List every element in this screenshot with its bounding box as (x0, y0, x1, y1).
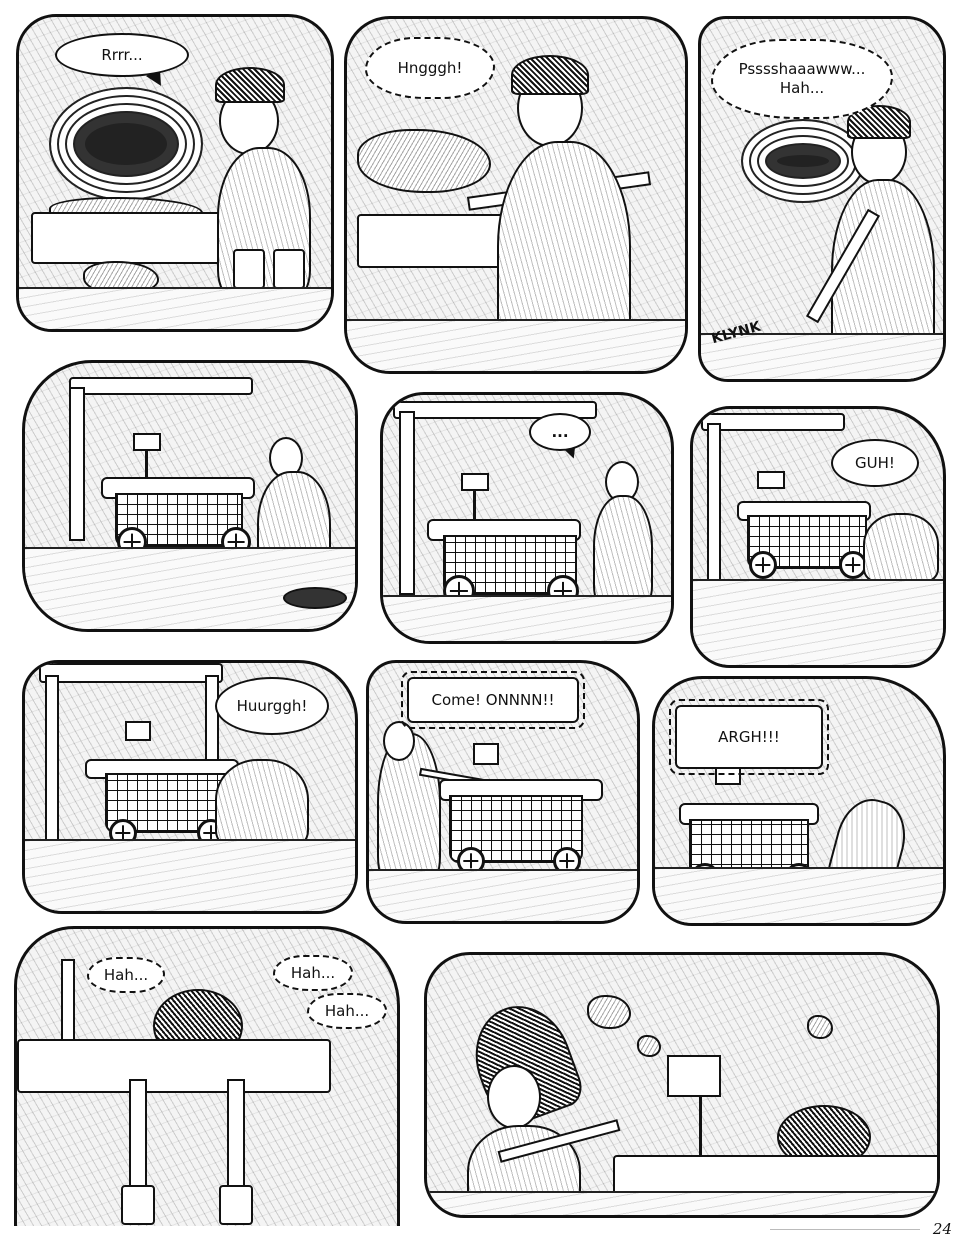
mine-floor (369, 869, 637, 921)
thought-cloud: Hah... (307, 993, 387, 1029)
bubble-text: Hah... (290, 963, 336, 982)
support-post (45, 675, 59, 849)
rock-pile (49, 197, 203, 226)
speech-bubble: ... (529, 413, 591, 451)
sign-pole (473, 485, 476, 525)
sign-board (473, 743, 499, 765)
page-rule (770, 1229, 920, 1230)
panel-9: ARGH!!! (652, 676, 946, 926)
panel-8: Come! ONNNN!! (366, 660, 640, 924)
mine-floor (383, 595, 671, 641)
support-post (399, 411, 415, 595)
bubble-text: Huurggh! (236, 696, 308, 715)
character-body (863, 513, 939, 583)
bubble-text: ARGH!!! (718, 727, 780, 746)
sign-board (125, 721, 151, 741)
shout-bubble: ARGH!!! (669, 699, 829, 775)
bubble-text: ... (551, 422, 569, 441)
thought-cloud: Hah... (273, 955, 353, 991)
support-beam (39, 663, 223, 683)
bubble-text: GUH! (855, 453, 895, 472)
character-body (593, 495, 653, 609)
support-post (69, 387, 85, 541)
bubble-text: Rrrr... (101, 45, 143, 64)
speech-bubble: Rrrr... (55, 33, 189, 77)
helmet (215, 67, 285, 103)
gauntlet-right (273, 249, 305, 289)
panel-6: GUH! (690, 406, 946, 668)
vortex-swirl (741, 119, 865, 203)
character-head (383, 721, 415, 761)
support-beam (701, 413, 845, 431)
bubble-text: Psssshaaawww... Hah... (738, 60, 866, 97)
mine-floor (693, 579, 943, 665)
character-head (487, 1065, 541, 1129)
panel-3: KLYNK Psssshaaawww... Hah... (698, 16, 946, 382)
vortex-swirl (49, 87, 203, 201)
panel-1: Rrrr... (16, 14, 334, 332)
sign-board (757, 471, 785, 489)
sign-board (133, 433, 161, 451)
cart-edge (357, 214, 521, 268)
mine-floor (655, 867, 943, 923)
shout-bubble: Come! ONNNN!! (401, 671, 585, 729)
mine-floor (427, 1191, 937, 1215)
floating-rock (807, 1015, 833, 1039)
cart-edge (31, 212, 225, 264)
speech-bubble: GUH! (831, 439, 919, 487)
panel-7: Huurggh! (22, 660, 358, 914)
helmet (847, 105, 911, 139)
mine-floor (347, 319, 685, 371)
thought-cloud: Psssshaaawww... Hah... (711, 39, 893, 119)
floor-hole (283, 587, 347, 609)
panel-10: Hah... Hah... Hah... (14, 926, 400, 1226)
support-beam (69, 377, 253, 395)
sign-board (667, 1055, 721, 1097)
mine-floor (701, 333, 943, 379)
gauntlet-right (219, 1185, 253, 1225)
cart-wheel (749, 551, 777, 579)
panel-11 (424, 952, 940, 1218)
bubble-text: Come! ONNNN!! (431, 690, 555, 709)
floating-rock (587, 995, 631, 1029)
bubble-text: Hngggh! (397, 58, 463, 77)
sign-board (461, 473, 489, 491)
thought-cloud: Hngggh! (365, 37, 495, 99)
gauntlet-left (121, 1185, 155, 1225)
gauntlet-left (233, 249, 265, 289)
mine-floor (19, 287, 331, 329)
panel-5: ... (380, 392, 674, 644)
mine-floor (25, 839, 355, 911)
character-body (215, 759, 309, 849)
mine-floor (25, 547, 355, 629)
panel-2: Hngggh! (344, 16, 688, 374)
page-number: 24 (932, 1220, 952, 1238)
cart-edge (17, 1039, 331, 1093)
support-post (707, 423, 721, 597)
helmet (511, 55, 589, 95)
bubble-text: Hah... (324, 1001, 370, 1020)
thought-cloud: Hah... (87, 957, 165, 993)
character-body (377, 733, 441, 887)
floating-rock (637, 1035, 661, 1057)
speech-bubble: Huurggh! (215, 677, 329, 735)
bubble-text: Hah... (103, 965, 149, 984)
sign-pole (145, 445, 148, 485)
panel-4 (22, 360, 358, 632)
sign-pole (699, 1075, 702, 1165)
background-rocks (357, 129, 491, 193)
